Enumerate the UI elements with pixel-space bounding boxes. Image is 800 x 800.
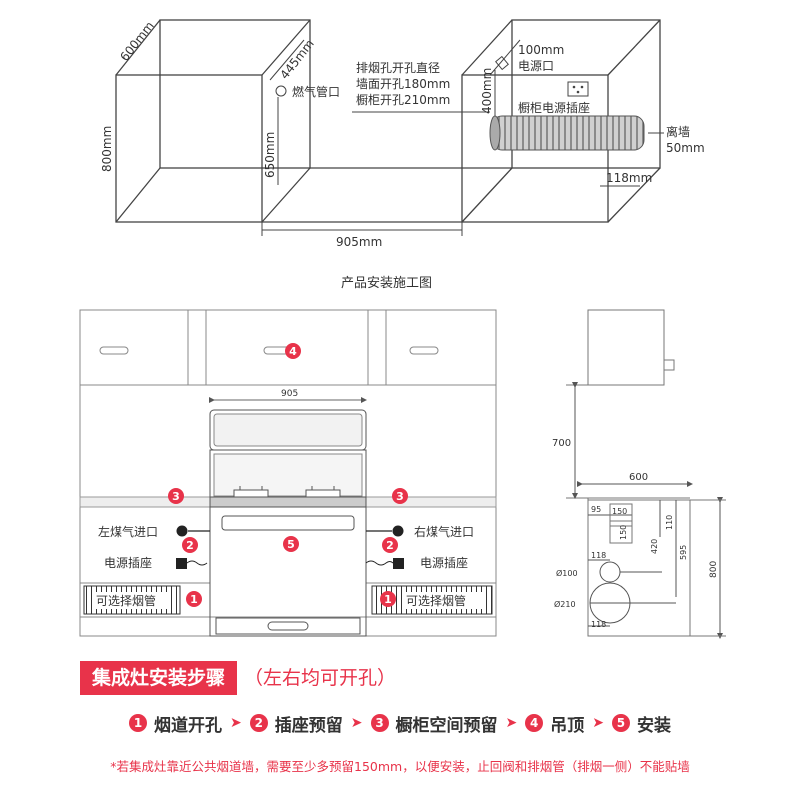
diagram-title: 产品安装施工图	[341, 276, 432, 291]
side-dia-100: Ø100	[556, 568, 578, 578]
right-gas-label: 右煤气进口	[414, 524, 474, 539]
steps-row: 1 烟道开孔 ➤ 2 插座预留 ➤ 3 橱柜空间预留 ➤ 4 吊顶 ➤ 5 安装	[0, 708, 800, 738]
dim-905-label: 905mm	[336, 235, 382, 249]
left-socket-label: 电源插座	[104, 555, 152, 570]
dim-400-label: 400mm	[480, 68, 494, 114]
side-view	[566, 309, 726, 639]
arrow-right-icon: ➤	[230, 715, 242, 731]
power-port-label: 电源口	[518, 59, 554, 73]
marker-1-right: 1	[384, 593, 392, 606]
left-socket-icon	[176, 558, 187, 569]
step-1: 1 烟道开孔	[129, 711, 222, 736]
step-label: 安装	[636, 715, 671, 736]
arrow-right-icon: ➤	[505, 715, 518, 731]
side-dim-95: 95	[591, 505, 601, 514]
exhaust-label-3: 橱柜开孔210mm	[356, 93, 450, 107]
hole-100-icon	[599, 561, 621, 583]
arrow-right-icon: ➤	[592, 715, 604, 731]
cabinet-3d-drawing	[115, 19, 661, 223]
step-markers: 4 3 3 2 2 5 1 1	[168, 343, 408, 607]
marker-2-right: 2	[386, 539, 394, 552]
left-gas-inlet-icon	[176, 525, 188, 537]
step-5: 5 安装	[611, 711, 671, 736]
dim-100-label: 100mm	[518, 43, 564, 57]
step-label: 插座预留	[274, 715, 343, 736]
left-gas-label: 左煤气进口	[98, 524, 158, 539]
side-dim-150a: 150	[612, 507, 627, 516]
marker-3-right: 3	[396, 490, 404, 503]
side-dim-595: 595	[679, 545, 688, 560]
left-pipe-label: 可选择烟管	[96, 593, 156, 608]
step-number: 1	[129, 714, 148, 732]
dim-650-label: 650mm	[263, 132, 277, 178]
cabinet-socket-label: 橱柜电源插座	[518, 100, 590, 115]
marker-2-left: 2	[186, 539, 194, 552]
exhaust-pipe	[491, 115, 645, 151]
arrow-right-icon: ➤	[350, 715, 363, 731]
side-dimension-labels: 700 600 95 150 150 110 420 595 800 118 1…	[552, 438, 719, 629]
power-port-icon	[495, 55, 509, 71]
dim-800-label: 800mm	[100, 126, 114, 172]
right-gas-inlet-icon	[392, 525, 404, 537]
step-label: 烟道开孔	[154, 715, 223, 736]
dim-600-label: 600mm	[117, 19, 157, 64]
marker-4: 4	[289, 345, 297, 358]
burner-icon	[233, 486, 341, 498]
wall-offset-label-1: 离墙	[666, 124, 690, 139]
step-3: 3 橱柜空间预留	[370, 711, 498, 736]
side-dim-800: 800	[709, 561, 719, 578]
installation-diagram: 600mm 800mm 445mm 燃气管口 650mm 排烟孔开孔直径 墙面开…	[79, 19, 726, 639]
step-number: 2	[249, 714, 268, 732]
gas-pipe-label: 燃气管口	[292, 84, 340, 99]
step-2: 2 插座预留	[249, 711, 343, 736]
side-dim-600: 600	[629, 472, 648, 483]
side-dim-150b: 150	[619, 525, 628, 540]
wall-offset-label-2: 50mm	[666, 141, 705, 155]
steps-title: 集成灶安装步骤	[80, 661, 238, 695]
step-number: 5	[611, 714, 630, 732]
right-socket-label: 电源插座	[420, 555, 468, 570]
step-label: 吊顶	[550, 715, 585, 736]
marker-3-left: 3	[172, 490, 180, 503]
side-dim-118b: 118	[591, 620, 606, 629]
side-dim-420: 420	[650, 539, 659, 554]
cabinet-socket-icon	[567, 81, 589, 97]
side-dim-700: 700	[552, 438, 571, 449]
exhaust-label-2: 墙面开孔180mm	[356, 77, 450, 91]
steps-subtitle: （左右均可开孔）	[244, 667, 397, 689]
installation-note: *若集成灶靠近公共烟道墙，需要至少多预留150mm，以便安装，止回阀和排烟管（排…	[110, 759, 690, 774]
gas-pipe-hole-icon	[275, 85, 287, 97]
right-socket-icon	[393, 558, 404, 569]
exhaust-label-1: 排烟孔开孔直径	[356, 61, 440, 75]
front-view	[79, 309, 497, 637]
side-dim-110: 110	[665, 515, 674, 530]
dim-445-label: 445mm	[277, 37, 317, 82]
side-dia-210: Ø210	[554, 599, 576, 609]
right-pipe-label: 可选择烟管	[406, 593, 466, 608]
step-4: 4 吊顶	[525, 711, 584, 736]
front-dim-905: 905	[281, 389, 298, 399]
step-number: 4	[525, 714, 544, 732]
dim-118-label: 118mm	[606, 171, 652, 185]
side-dim-118a: 118	[591, 551, 606, 560]
marker-5: 5	[287, 538, 295, 551]
marker-1-left: 1	[190, 593, 198, 606]
step-label: 橱柜空间预留	[395, 715, 498, 736]
step-number: 3	[370, 714, 389, 732]
